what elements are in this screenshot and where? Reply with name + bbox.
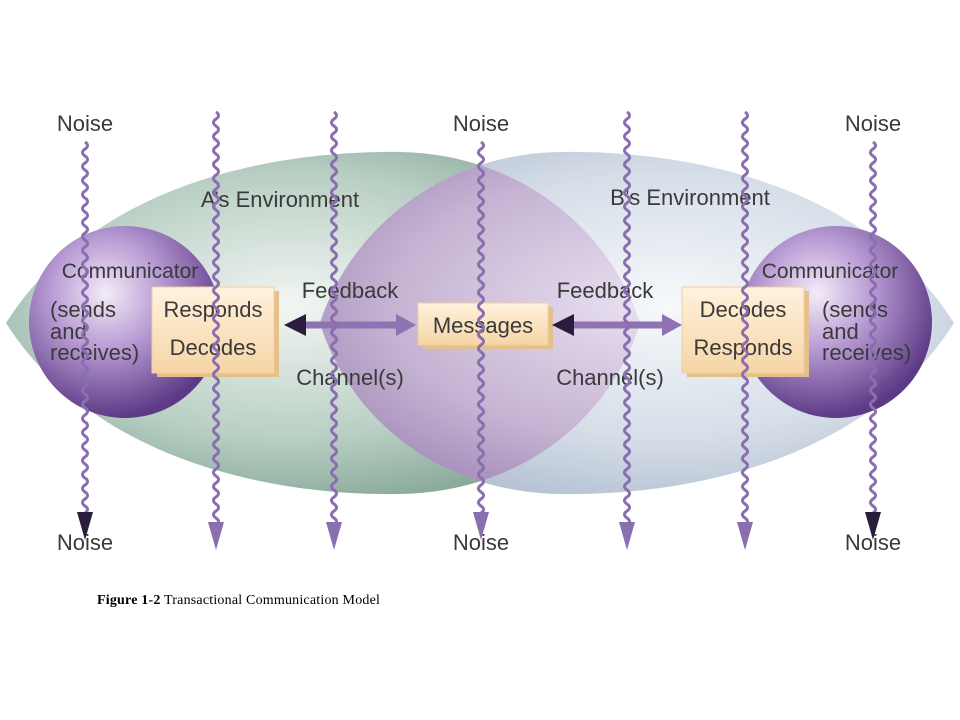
communicator-b-title: Communicator xyxy=(762,260,899,283)
feedback-arrow-left xyxy=(284,314,416,336)
noise-line-4-arrowhead xyxy=(473,512,489,540)
noise-line-3-arrowhead xyxy=(326,522,342,550)
figure-caption: Figure 1-2 Transactional Communication M… xyxy=(97,593,380,609)
noise-line-4 xyxy=(473,140,489,540)
noise-line-7 xyxy=(865,140,881,540)
noise-line-7-wave xyxy=(868,140,878,515)
feedback-arrow-right xyxy=(552,314,682,336)
noise-line-3-wave xyxy=(329,110,339,527)
noise-line-4-wave xyxy=(476,140,486,515)
noise-line-5 xyxy=(619,110,635,550)
noise-line-5-arrowhead xyxy=(619,522,635,550)
noise-line-3 xyxy=(326,110,342,550)
communicator-a-role-3: receives) xyxy=(50,340,139,365)
noise-line-2 xyxy=(208,110,224,550)
figure-caption-text: Transactional Communication Model xyxy=(164,593,381,608)
feedback-label-left: Feedback xyxy=(302,278,400,303)
noise-line-2-wave xyxy=(211,110,221,527)
noise-label-top-left: Noise xyxy=(57,111,113,136)
noise-line-1-arrowhead xyxy=(77,512,93,540)
communicator-b-role-2: and xyxy=(822,319,859,344)
noise-line-2-arrowhead xyxy=(208,522,224,550)
channel-label-left: Channel(s) xyxy=(296,365,404,390)
communicator-b-role-3: receives) xyxy=(822,340,911,365)
channel-label-right: Channel(s) xyxy=(556,365,664,390)
communicator-b-role-1: (sends xyxy=(822,297,888,322)
messages-box: Messages xyxy=(417,302,553,349)
communicator-a-title: Communicator xyxy=(62,260,199,283)
figure-caption-number: Figure 1-2 xyxy=(97,593,161,608)
noise-line-1-wave xyxy=(80,140,90,515)
noise-line-7-arrowhead xyxy=(865,512,881,540)
feedback-label-right: Feedback xyxy=(557,278,655,303)
noise-label-top-right: Noise xyxy=(845,111,901,136)
noise-line-5-wave xyxy=(622,110,632,527)
noise-line-6 xyxy=(737,110,753,550)
noise-line-6-wave xyxy=(740,110,750,527)
noise-label-top-center: Noise xyxy=(453,111,509,136)
noise-line-6-arrowhead xyxy=(737,522,753,550)
noise-line-1 xyxy=(77,140,93,540)
communicator-a-role-2: and xyxy=(50,319,87,344)
